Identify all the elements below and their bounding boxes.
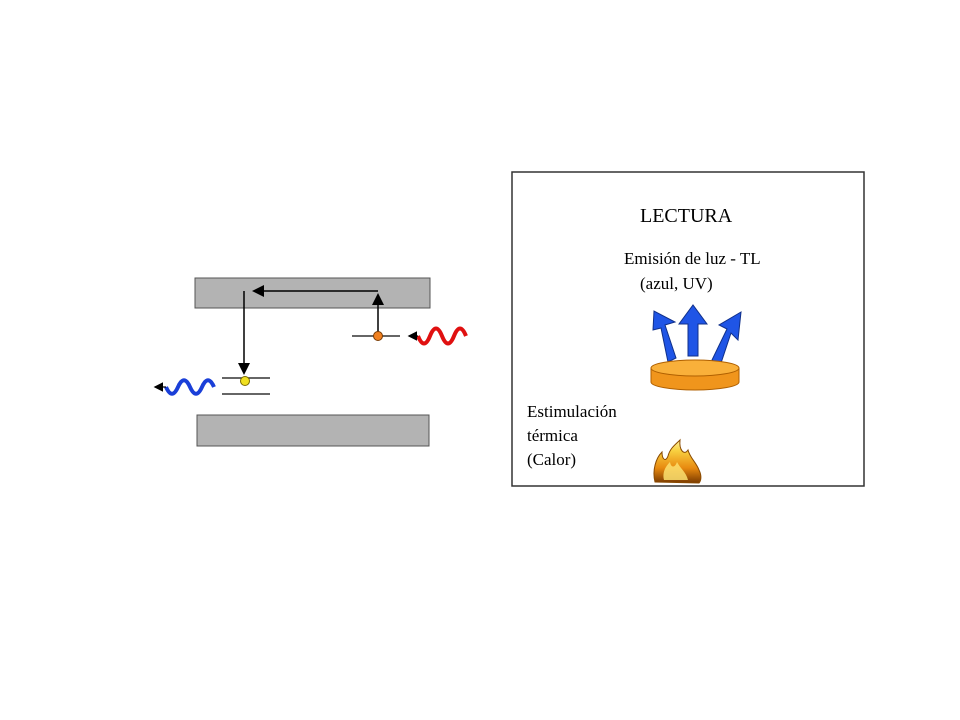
emission-label-line1: Emisión de luz - TL <box>624 249 761 268</box>
valence-band <box>196 414 430 447</box>
energy-band-diagram <box>153 277 468 447</box>
light-arrow-center <box>678 304 708 357</box>
emission-label-line2: (azul, UV) <box>640 274 713 293</box>
reading-panel: LECTURA Emisión de luz - TL (azul, UV) E… <box>511 171 865 487</box>
conduction-band <box>194 277 431 309</box>
stimulation-label-line3: (Calor) <box>527 450 576 469</box>
light-arrow-left <box>652 310 677 363</box>
recombined-electron <box>240 376 250 386</box>
light-arrow-right <box>711 311 742 367</box>
trapped-electron <box>373 331 383 341</box>
flame-icon <box>653 438 702 484</box>
stimulation-label-line2: térmica <box>527 426 578 445</box>
reading-title: LECTURA <box>640 205 733 227</box>
blue-wave-icon <box>153 378 216 396</box>
dosimeter-disc-icon <box>650 359 740 391</box>
stimulation-label-line1: Estimulación <box>527 402 617 421</box>
light-emission-arrows <box>652 304 742 367</box>
red-wave-icon <box>407 326 468 346</box>
